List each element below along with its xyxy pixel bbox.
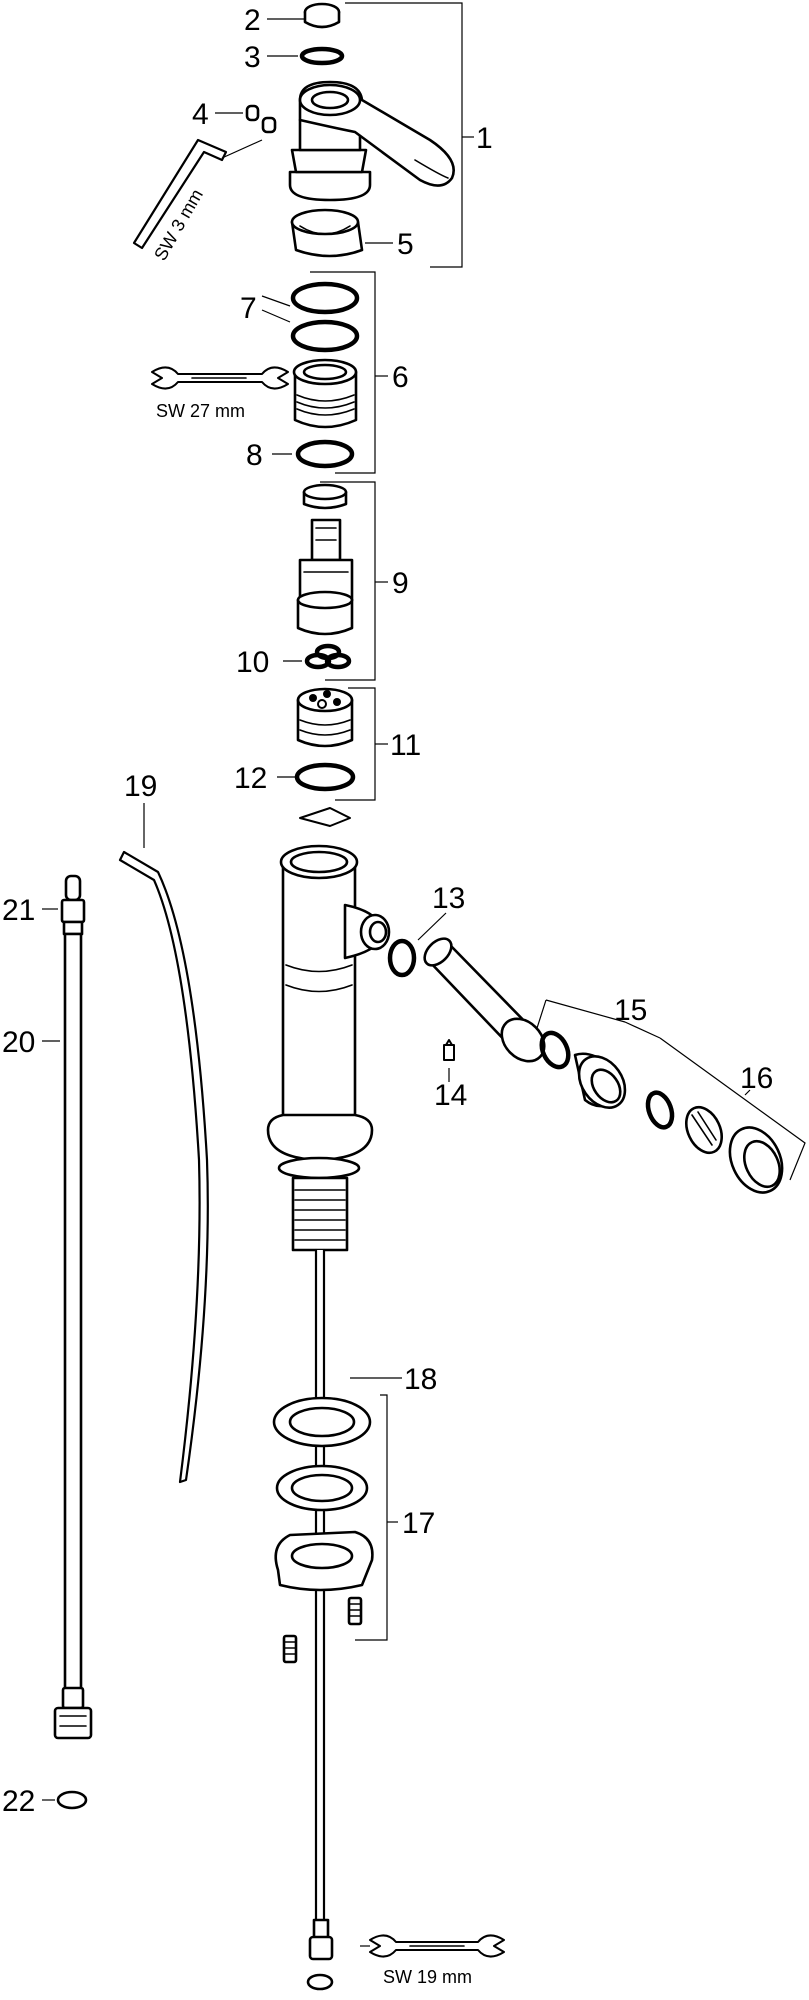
- callout-10: 10: [236, 646, 269, 679]
- washer-22: [56, 1790, 88, 1810]
- wrench-27-icon: [151, 366, 289, 390]
- callout-6: 6: [392, 361, 409, 394]
- callout-22: 22: [2, 1785, 35, 1818]
- bolt-17a: [347, 1596, 363, 1626]
- o-ring-3: [299, 46, 345, 66]
- callout-9: 9: [392, 567, 409, 600]
- washer-18: [272, 1396, 372, 1448]
- o-ring-8: [295, 439, 355, 469]
- washer-bottom: [306, 1973, 334, 1991]
- retaining-clip: [299, 807, 351, 827]
- group-bracket-17: [355, 1394, 388, 1641]
- o-ring-15b: [645, 1090, 675, 1130]
- callout-5: 5: [397, 228, 414, 261]
- group-bracket-6: [310, 271, 376, 474]
- callout-1: 1: [476, 122, 493, 155]
- callout-2: 2: [244, 4, 261, 37]
- faucet-body: [266, 844, 391, 1961]
- leader-hex-key: [221, 139, 263, 159]
- group-bracket-1: [345, 2, 463, 268]
- leader-16: [659, 1037, 806, 1181]
- o-ring-7b: [290, 319, 360, 353]
- cap: [303, 2, 341, 29]
- supply-hose-20: [53, 874, 93, 1740]
- callout-21: 21: [2, 894, 35, 927]
- aerator-16: [685, 1105, 784, 1194]
- cartridge-housing: [292, 358, 358, 429]
- hex-key-icon: [132, 138, 228, 250]
- callout-12: 12: [234, 762, 267, 795]
- callout-19: 19: [124, 770, 157, 803]
- callout-13: 13: [432, 882, 465, 915]
- spout-tube: [423, 937, 546, 1063]
- label-sw-3: SW 3 mm: [150, 186, 207, 264]
- bolt-17b: [282, 1634, 298, 1664]
- aerator-housing-15: [539, 1030, 627, 1109]
- callout-3: 3: [244, 41, 261, 74]
- callout-4: 4: [192, 98, 209, 131]
- o-ring-12: [294, 762, 356, 792]
- mounting-bracket-17: [274, 1530, 374, 1592]
- callout-15: 15: [614, 994, 647, 1027]
- leader-13: [417, 912, 447, 941]
- callout-16: 16: [740, 1062, 773, 1095]
- wrench-19-icon: [369, 1934, 505, 1958]
- grub-screw: [245, 104, 277, 134]
- screw-14: [443, 1039, 455, 1061]
- gasket-17: [275, 1464, 369, 1512]
- sleeve: [290, 208, 364, 258]
- callout-7: 7: [240, 292, 257, 325]
- callout-17: 17: [402, 1507, 435, 1540]
- leader-7: [261, 295, 291, 323]
- group-bracket-9: [320, 481, 376, 681]
- label-sw-27: SW 27 mm: [156, 401, 245, 421]
- callout-14: 14: [434, 1079, 467, 1112]
- tube-19: [118, 850, 209, 1484]
- o-ring-13: [387, 938, 417, 978]
- cartridge: [296, 483, 354, 636]
- callout-11: 11: [390, 729, 421, 762]
- seals-10: [304, 643, 352, 670]
- insert-11: [296, 687, 354, 748]
- o-ring-7a: [290, 281, 360, 315]
- callout-8: 8: [246, 439, 263, 472]
- label-sw-19: SW 19 mm: [383, 1967, 472, 1987]
- lever-handle: [288, 80, 455, 202]
- callout-18: 18: [404, 1363, 437, 1396]
- callout-20: 20: [2, 1026, 35, 1059]
